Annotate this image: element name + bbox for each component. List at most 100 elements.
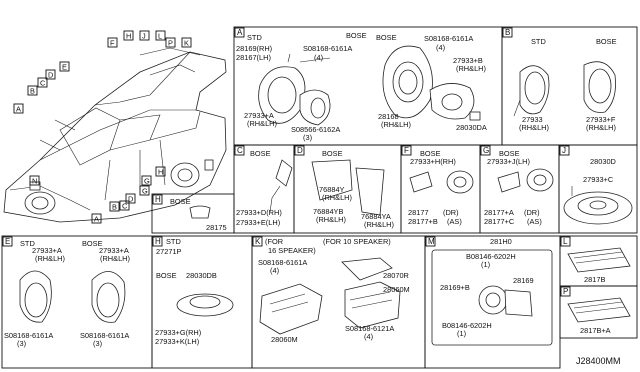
callout-box [119, 200, 130, 211]
section-j: J 28030D 27933+C [558, 144, 638, 234]
callout-box [125, 193, 136, 204]
svg-text:(RH&LH): (RH&LH) [322, 193, 352, 202]
section-a-letter: A [237, 28, 243, 37]
section-m: M 281H0 B08146-6202H (1) 28169+B 28169 B… [424, 235, 561, 369]
svg-text:(RH&LH): (RH&LH) [35, 254, 65, 263]
callout-box [13, 103, 24, 114]
svg-text:(RH&LH): (RH&LH) [316, 215, 346, 224]
svg-text:27933+B: 27933+B [453, 56, 483, 65]
a-part-28169: 28169(RH) [236, 44, 272, 53]
section-a: A STD BOSE 28169(RH) 28167(LH) S08168-61… [233, 26, 503, 146]
section-k: K (FOR 16 SPEAKER) (FOR 10 SPEAKER) S081… [251, 235, 426, 369]
callout-letter: B [30, 87, 35, 96]
svg-text:28030DB: 28030DB [186, 271, 217, 280]
callout-box [109, 201, 120, 212]
svg-text:76884YA: 76884YA [361, 212, 391, 221]
svg-text:(4): (4) [436, 43, 445, 52]
callout-box [155, 30, 166, 41]
a-bolt-qty: (4) [314, 53, 323, 62]
section-h-upper: H BOSE 28175 [151, 193, 235, 234]
callout-letter: F [110, 39, 115, 48]
callout-letter: C [122, 202, 128, 211]
svg-text:2817B: 2817B [584, 275, 605, 284]
svg-text:P: P [563, 287, 568, 296]
callout-box [37, 77, 48, 88]
section-l: L 2817B [559, 235, 638, 287]
diagram-code: J28400MM [576, 356, 621, 366]
callout-box [141, 175, 152, 186]
section-b-letter: B [505, 28, 510, 37]
svg-text:(1): (1) [457, 329, 466, 338]
a-std-label: STD [247, 33, 262, 42]
section-e: E STD BOSE 27933+A (RH&LH) 27933+A (RH&L… [1, 235, 153, 369]
callout-box [59, 61, 70, 72]
callout-letter: C [40, 79, 46, 88]
svg-text:28168: 28168 [378, 112, 399, 121]
svg-text:(FOR 10 SPEAKER): (FOR 10 SPEAKER) [323, 237, 391, 246]
svg-text:BOSE: BOSE [499, 149, 520, 158]
svg-text:(RH&LH): (RH&LH) [586, 123, 616, 132]
svg-text:G: G [483, 146, 489, 155]
svg-text:28030DA: 28030DA [456, 123, 487, 132]
svg-text:BOSE: BOSE [322, 149, 343, 158]
svg-text:(AS): (AS) [527, 217, 542, 226]
section-f: F BOSE 27933+H(RH) 28177 (DR) 28177+B (A… [400, 144, 481, 234]
callout-letter: G [142, 187, 148, 196]
svg-text:(RH&LH): (RH&LH) [519, 123, 549, 132]
svg-text:27933+K(LH): 27933+K(LH) [155, 337, 199, 346]
svg-text:(AS): (AS) [447, 217, 462, 226]
svg-text:H: H [155, 195, 161, 204]
svg-text:S08566-6162A: S08566-6162A [291, 125, 340, 134]
svg-text:27933: 27933 [522, 115, 543, 124]
callout-letter: A [16, 105, 21, 114]
svg-text:28177+A: 28177+A [484, 208, 514, 217]
svg-text:28030D: 28030D [590, 157, 616, 166]
svg-text:28175: 28175 [206, 223, 227, 232]
svg-text:S08168-6161A: S08168-6161A [258, 258, 307, 267]
a-bose-label: BOSE [376, 33, 397, 42]
callout-box [155, 166, 166, 177]
a-part-28167: 28167(LH) [236, 53, 271, 62]
svg-text:STD: STD [531, 37, 546, 46]
callout-box [91, 213, 102, 224]
callout-letter: N [32, 177, 37, 186]
svg-text:BOSE: BOSE [250, 149, 271, 158]
svg-text:(DR): (DR) [524, 208, 540, 217]
svg-text:J: J [562, 146, 566, 155]
svg-text:76884Y: 76884Y [319, 185, 345, 194]
callout-letter: G [144, 177, 150, 186]
svg-text:E: E [5, 237, 10, 246]
h-cover [189, 205, 211, 219]
svg-text:27933+A: 27933+A [244, 111, 274, 120]
a-bose-heading: BOSE [346, 31, 367, 40]
svg-text:27271P: 27271P [156, 247, 182, 256]
a-bolt-label: S08168-6161A [303, 44, 352, 53]
svg-text:(RH&LH): (RH&LH) [381, 120, 411, 129]
svg-text:BOSE: BOSE [420, 149, 441, 158]
c-tweeter [275, 159, 293, 187]
callout-letter: E [62, 63, 67, 72]
svg-text:76884YB: 76884YB [313, 207, 343, 216]
callout-letter: A [94, 215, 99, 224]
k-bracket [341, 257, 393, 281]
svg-text:S08168-6161A: S08168-6161A [424, 34, 473, 43]
callout-letter: H [158, 168, 163, 177]
callout-box [165, 37, 176, 48]
section-c: C BOSE 27933+D(RH) 27933+E(LH) [233, 144, 295, 234]
svg-text:(3): (3) [303, 133, 312, 142]
d-trim-b [355, 167, 385, 216]
svg-text:281H0: 281H0 [490, 237, 512, 246]
svg-text:B08146-6202H: B08146-6202H [466, 252, 516, 261]
callout-box [107, 37, 118, 48]
svg-text:28169+B: 28169+B [440, 283, 470, 292]
callout-letter: D [128, 195, 133, 204]
svg-text:(4): (4) [270, 266, 279, 275]
svg-text:F: F [404, 146, 409, 155]
svg-text:28169: 28169 [513, 276, 534, 285]
svg-text:B08146-6202H: B08146-6202H [442, 321, 492, 330]
svg-text:27933+J(LH): 27933+J(LH) [487, 157, 530, 166]
svg-text:(3): (3) [93, 339, 102, 348]
callout-letter: P [168, 39, 173, 48]
